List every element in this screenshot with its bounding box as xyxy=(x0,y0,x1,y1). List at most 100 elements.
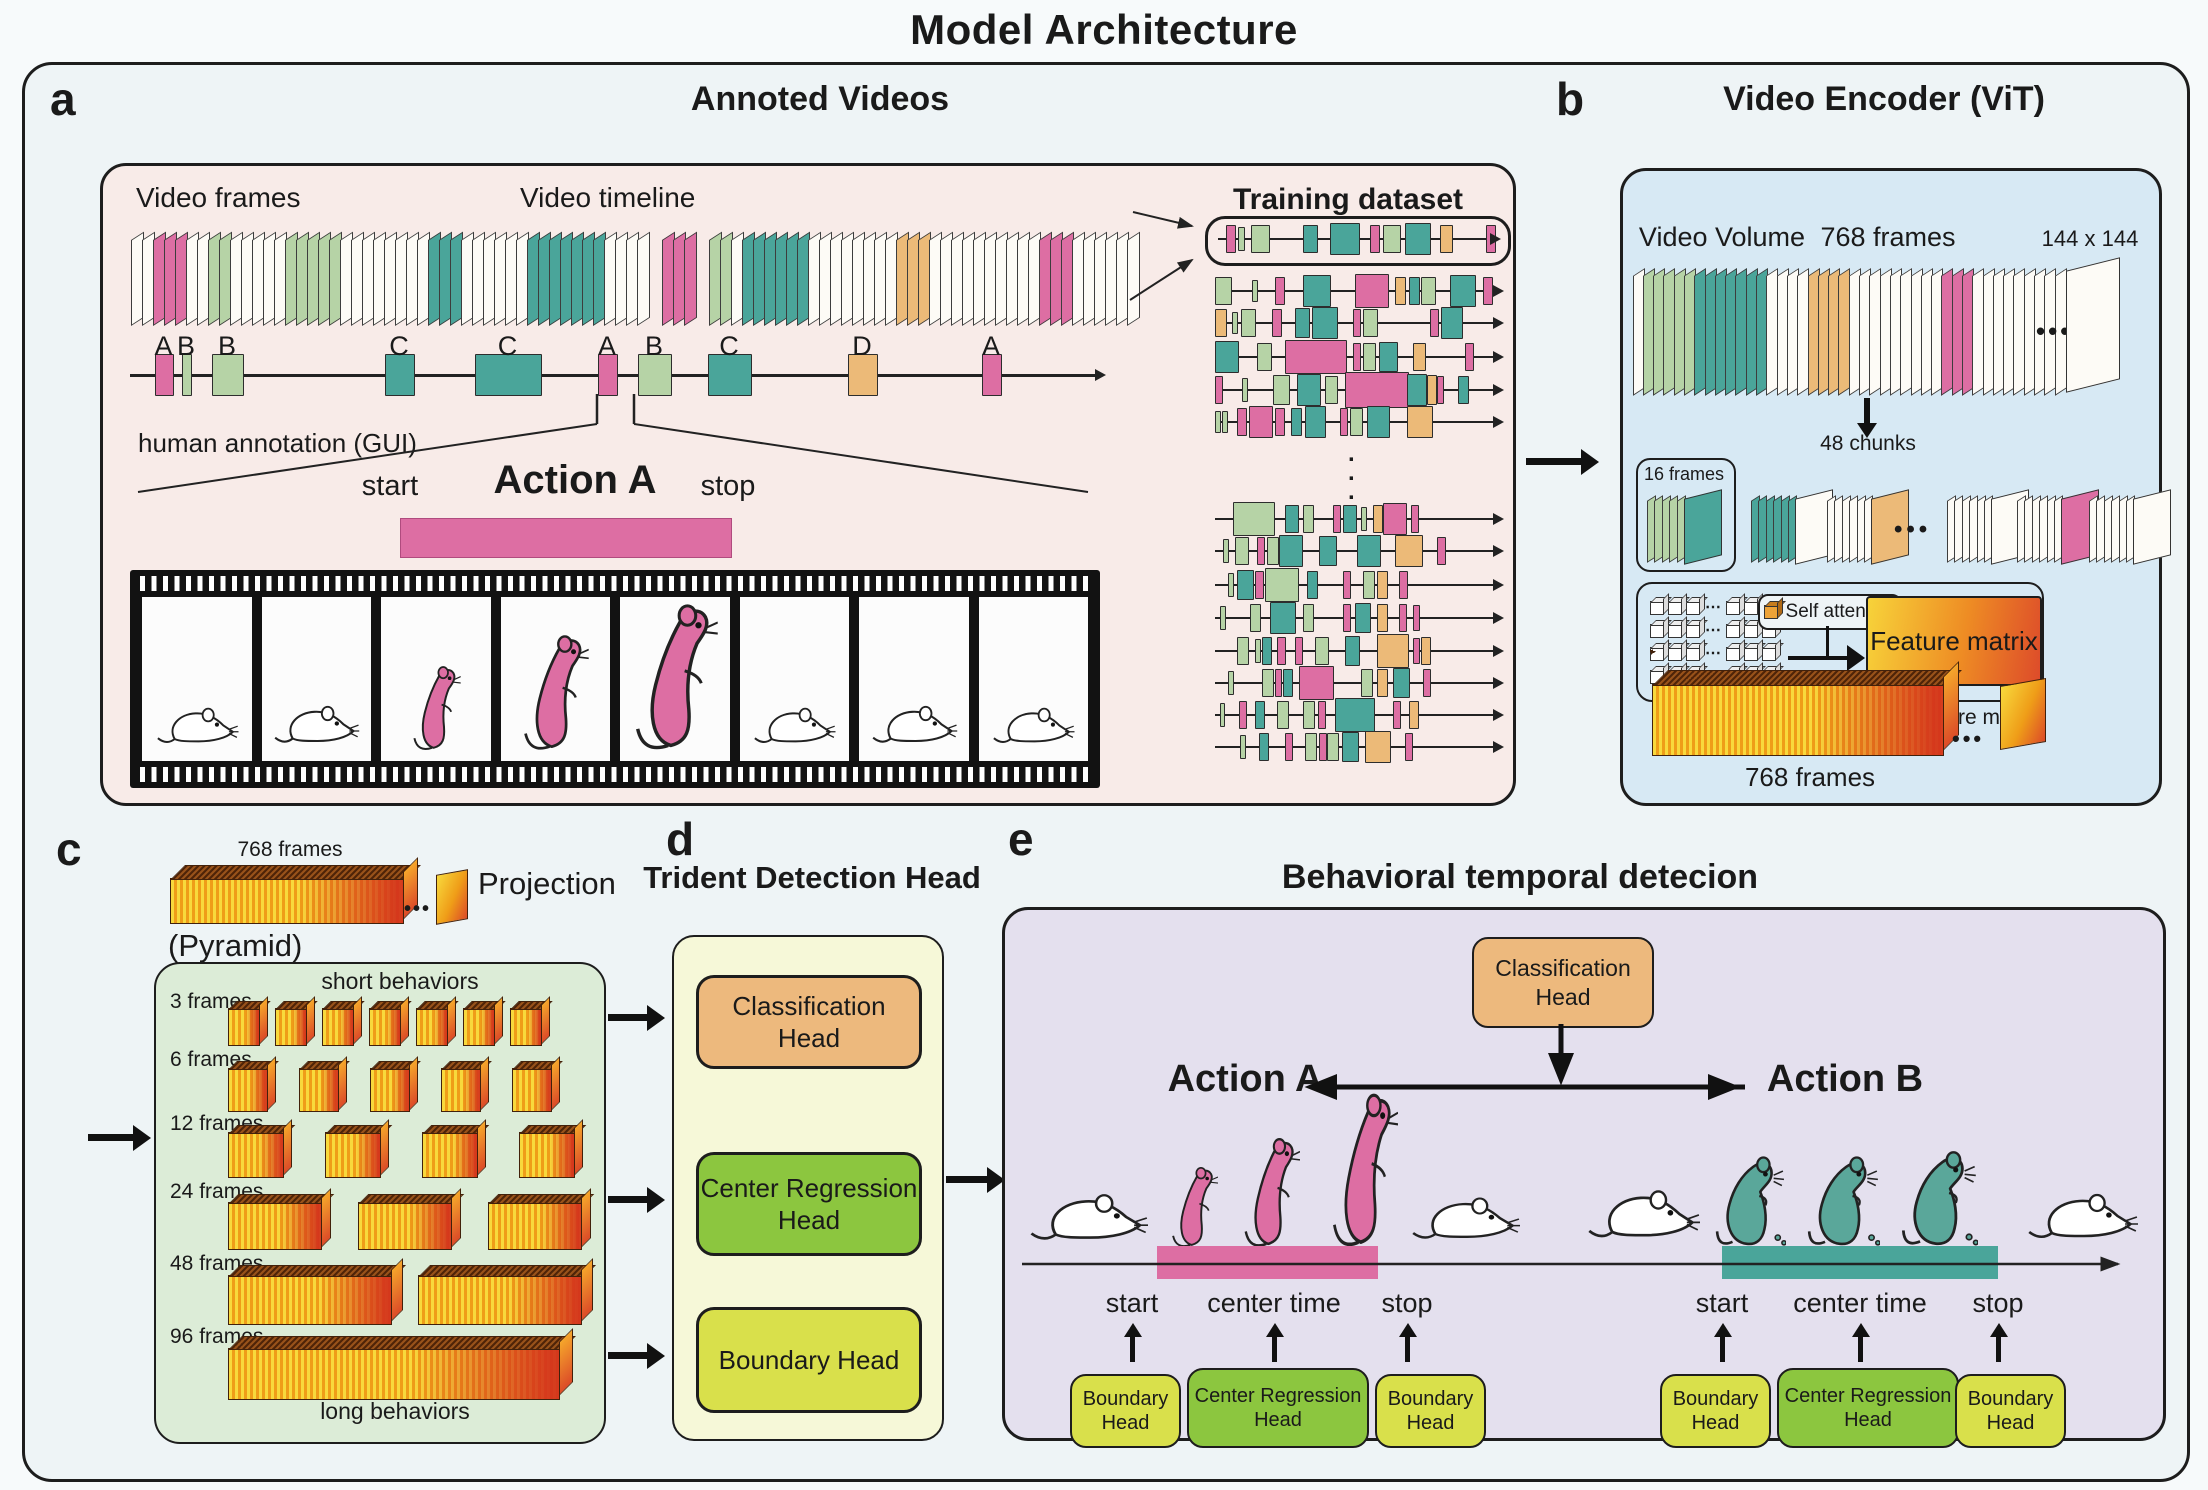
panel-b-title: Video Encoder (ViT) xyxy=(1723,80,2045,118)
c-768-frames-label: 768 frames xyxy=(237,838,343,861)
action-a-label: Action A xyxy=(1167,1058,1323,1100)
short-behaviors-label: short behaviors xyxy=(321,968,479,994)
token-cube xyxy=(1726,647,1740,661)
token-cube xyxy=(1686,601,1700,615)
feature-sheet xyxy=(2000,677,2046,751)
film-frame xyxy=(142,597,252,761)
timeline-block xyxy=(982,354,1002,396)
token-cube xyxy=(1668,624,1682,638)
arrow-volume-to-chunks-icon xyxy=(1864,398,1870,424)
panel-d-title: Trident Detection Head xyxy=(643,860,981,895)
long-behaviors-label: long behaviors xyxy=(320,1398,470,1424)
mouse-side-icon xyxy=(870,701,957,751)
b-16-frames-label: 16 frames xyxy=(1643,464,1725,484)
panel-d-letter: d xyxy=(666,813,695,865)
b-768-frames-label: 768 frames xyxy=(1820,222,1956,252)
timeline-block-label: B xyxy=(217,331,237,361)
classification-head-box: Classification Head xyxy=(696,975,922,1069)
film-frame xyxy=(381,597,491,761)
x xyxy=(1650,650,1652,652)
timeline-block xyxy=(212,354,244,396)
timeline-block-label: A xyxy=(154,331,173,361)
video-volume-stack xyxy=(1632,262,2067,396)
timeline-block xyxy=(638,354,672,396)
arrow-into-c-icon xyxy=(88,1134,134,1141)
token-cube xyxy=(1668,601,1682,615)
arrow-cubes-to-matrix-icon xyxy=(1788,656,1848,660)
cube-row: ⋯ xyxy=(1648,619,1778,641)
timeline-block-label: A xyxy=(981,331,1001,361)
timeline-block xyxy=(155,354,174,396)
training-dataset-title: Training dataset xyxy=(1232,183,1464,216)
timeline-block-label: D xyxy=(852,331,872,361)
boundary-head-box: Boundary Head xyxy=(696,1307,922,1413)
zoom-start-label: start xyxy=(361,470,419,502)
timeline-block-label: B xyxy=(644,331,664,361)
arrow-c-to-d-2-icon xyxy=(608,1196,648,1203)
chunk-16-stack xyxy=(1646,488,1722,565)
human-annotation-label: human annotation (GUI) xyxy=(138,428,417,458)
video-timeline-label: Video timeline xyxy=(520,182,696,213)
timeline-block-label: C xyxy=(719,331,739,361)
training-ellipsis: ... xyxy=(1348,440,1355,506)
zoom-stop-label: stop xyxy=(700,470,756,502)
token-cube xyxy=(1744,647,1758,661)
zoom-action-label: Action A xyxy=(493,458,657,502)
panel-c-pyramid xyxy=(154,962,606,1444)
token-cube xyxy=(1744,624,1758,638)
token-cube xyxy=(1650,624,1664,638)
arrow-d-to-e-icon xyxy=(946,1176,988,1183)
timeline-block xyxy=(182,354,192,396)
timeline-block xyxy=(708,354,752,396)
film-strip xyxy=(130,570,1100,788)
b-144x144-label: 144 x 144 xyxy=(2041,226,2139,251)
mouse-side-icon xyxy=(273,701,360,751)
e-classification-head-label: Classification Head xyxy=(1495,954,1631,1010)
film-frame xyxy=(261,597,371,761)
feature-matrix-box-label: Feature matrix xyxy=(1870,625,2038,656)
video-frames-label: Video frames xyxy=(136,182,301,213)
timeline-block xyxy=(385,354,415,396)
b-48-chunks-label: 48 chunks xyxy=(1820,432,1916,455)
video-frame xyxy=(1126,231,1139,327)
timeline-block-label: B xyxy=(176,331,196,361)
mouse-rear-icon xyxy=(521,631,589,751)
timeline-block xyxy=(848,354,878,396)
panel-e-letter: e xyxy=(1008,813,1034,865)
mouse-side-icon xyxy=(753,703,836,751)
timeline-block-label: C xyxy=(389,331,409,361)
token-cube xyxy=(1744,601,1758,615)
film-frame xyxy=(978,597,1088,761)
token-cube xyxy=(1686,624,1700,638)
chunk-face xyxy=(1683,489,1722,565)
timeline-block-label: A xyxy=(597,331,617,361)
token-cube xyxy=(1762,647,1776,661)
token-cube xyxy=(1668,647,1682,661)
token-cube xyxy=(1726,601,1740,615)
token-cube xyxy=(1650,601,1664,615)
attention-cube-icon xyxy=(1763,605,1778,619)
film-sprockets-top xyxy=(140,576,1090,591)
timeline-block-label: C xyxy=(497,331,518,361)
training-sample-box xyxy=(1205,216,1511,266)
pyramid-label: (Pyramid) xyxy=(168,928,303,963)
mouse-side-icon xyxy=(992,703,1075,751)
c-ellipsis: ••• xyxy=(404,898,432,920)
c-feature-stack-3d xyxy=(170,878,404,924)
film-frames xyxy=(142,597,1088,761)
cube-row: ⋯ xyxy=(1648,596,1760,618)
film-frame xyxy=(500,597,610,761)
b-feat-ellipsis: ••• xyxy=(1952,726,1985,751)
attention-connector xyxy=(1826,626,1829,660)
film-frame xyxy=(739,597,849,761)
mouse-side-icon xyxy=(155,703,238,751)
cube-row: ⋯ xyxy=(1648,642,1778,664)
mouse-rear-icon xyxy=(411,663,461,751)
panel-c-letter: c xyxy=(56,823,82,875)
panel-a-letter: a xyxy=(50,73,76,125)
arrow-c-to-d-1-icon xyxy=(608,1014,648,1021)
boundary-head-label: Boundary Head xyxy=(718,1344,900,1375)
b-last-frame xyxy=(2066,257,2120,393)
